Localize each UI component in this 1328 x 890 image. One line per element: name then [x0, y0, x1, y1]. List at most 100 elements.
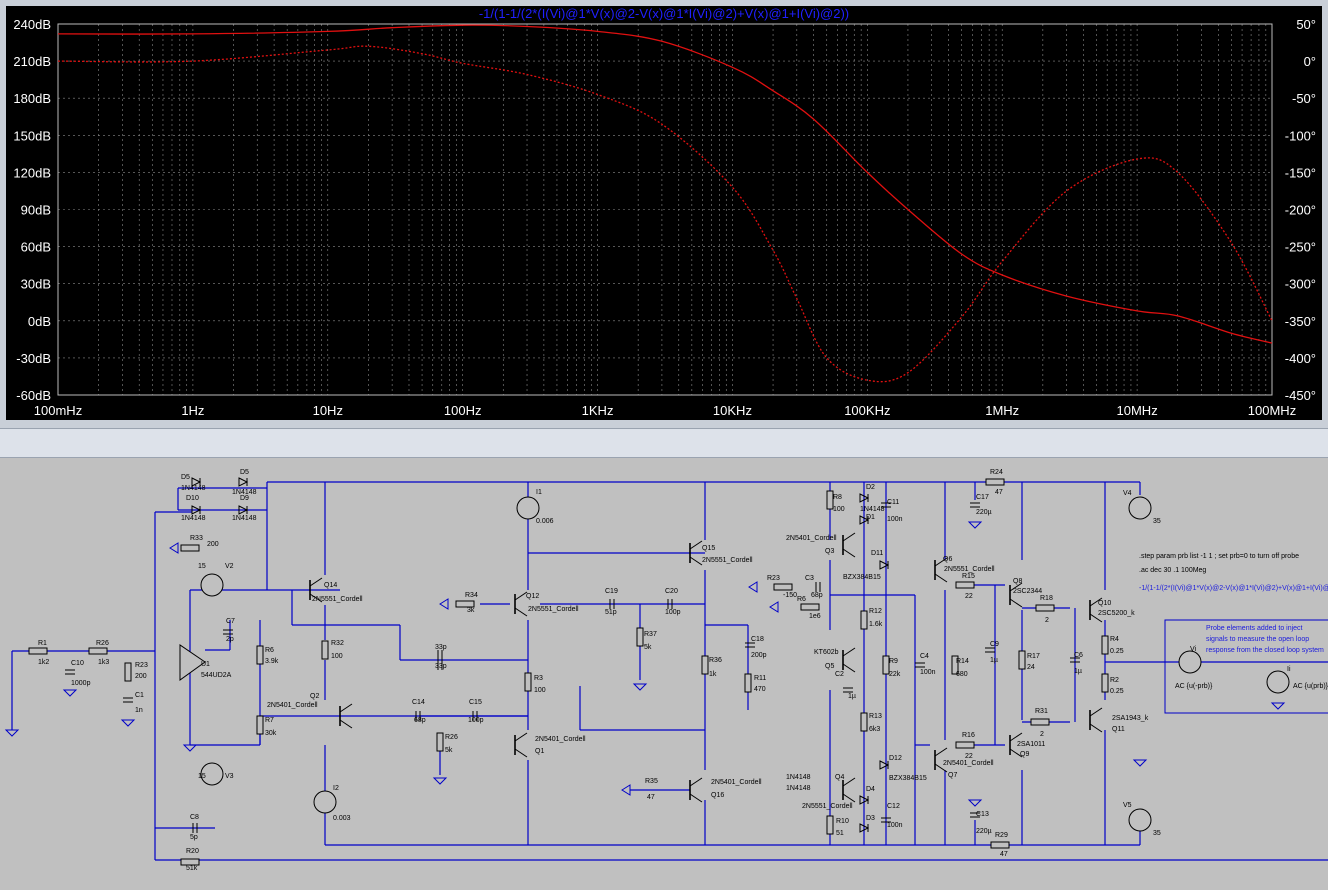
diode[interactable]	[879, 760, 890, 770]
resistor[interactable]	[180, 544, 200, 552]
net-label-port[interactable]	[169, 542, 179, 554]
component-label: 100n	[920, 669, 936, 676]
resistor[interactable]	[826, 815, 834, 835]
voltage-source-vi[interactable]	[1178, 650, 1202, 674]
x-tick-label: 100Hz	[444, 403, 482, 418]
component-label: 3.9k	[265, 658, 279, 665]
net-label-port[interactable]	[769, 601, 779, 613]
voltage-source-v2[interactable]	[200, 573, 224, 597]
component-label: V2	[225, 563, 234, 570]
diode[interactable]	[238, 477, 249, 487]
resistor[interactable]	[701, 655, 709, 675]
expression-comment[interactable]: -1/(1-1/(2*(I(Vi)@1*V(x)@2-V(x)@1*I(Vi)@…	[1139, 585, 1328, 592]
diode[interactable]	[859, 823, 870, 833]
voltage-source-v3[interactable]	[200, 762, 224, 786]
y-left-tick-label: 60dB	[21, 240, 51, 255]
step-directive[interactable]: .step param prb list -1 1 ; set prb=0 to…	[1139, 553, 1299, 560]
component-label: 51	[836, 830, 844, 837]
component-label: D3	[866, 815, 875, 822]
resistor[interactable]	[800, 603, 820, 611]
component-label: 68p	[414, 717, 426, 724]
component-label: 33p	[435, 644, 447, 651]
ground-symbol	[1132, 759, 1148, 767]
component-label: 1µ	[990, 657, 998, 664]
resistor[interactable]	[88, 647, 108, 655]
diode[interactable]	[859, 795, 870, 805]
component-label: 5k	[445, 747, 453, 754]
diode[interactable]	[238, 505, 249, 515]
component-label: R34	[465, 592, 478, 599]
resistor[interactable]	[636, 627, 644, 647]
resistor[interactable]	[826, 490, 834, 510]
resistor[interactable]	[990, 841, 1010, 849]
net-label-port[interactable]	[621, 784, 631, 796]
voltage-source-v4[interactable]	[1128, 496, 1152, 520]
resistor[interactable]	[744, 673, 752, 693]
diode[interactable]	[191, 477, 202, 487]
component-label: R18	[1040, 595, 1053, 602]
y-left-tick-label: -60dB	[16, 388, 51, 403]
component-label: 200p	[751, 652, 767, 659]
current-source-ii[interactable]	[1266, 670, 1290, 694]
resistor[interactable]	[860, 712, 868, 732]
pane-splitter[interactable]	[0, 428, 1328, 458]
resistor[interactable]	[124, 662, 132, 682]
net-label-port[interactable]	[439, 598, 449, 610]
current-source-i2[interactable]	[313, 790, 337, 814]
transistor-collector	[689, 540, 703, 550]
component-label: R3	[534, 675, 543, 682]
resistor[interactable]	[455, 600, 475, 608]
resistor[interactable]	[1035, 604, 1055, 612]
component-label: 0.25	[1110, 688, 1124, 695]
resistor[interactable]	[524, 672, 532, 692]
resistor[interactable]	[256, 645, 264, 665]
net-label-port[interactable]	[748, 581, 758, 593]
diode[interactable]	[879, 560, 890, 570]
component-label: C20	[665, 588, 678, 595]
component-label: 1n	[135, 707, 143, 714]
diode[interactable]	[859, 515, 870, 525]
voltage-source-v5[interactable]	[1128, 808, 1152, 832]
trace-expression-title[interactable]: -1/(1-1/(2*(I(Vi)@1*V(x)@2-V(x)@1*I(Vi)@…	[479, 6, 849, 21]
resistor[interactable]	[1101, 673, 1109, 693]
resistor[interactable]	[436, 732, 444, 752]
y-left-tick-label: 150dB	[13, 128, 51, 143]
resistor[interactable]	[180, 858, 200, 866]
ac-directive[interactable]: .ac dec 30 .1 100Meg	[1139, 567, 1206, 574]
phase-trace[interactable]	[57, 45, 1273, 383]
component-label: 15	[198, 563, 206, 570]
amplifier-schematic[interactable]: R11k2R261k3C101000pR23200C11nR33200D51N4…	[0, 458, 1328, 890]
resistor[interactable]	[985, 478, 1005, 486]
component-label: D5	[240, 469, 249, 476]
magnitude-trace[interactable]	[57, 24, 1273, 344]
component-label: R7	[265, 717, 274, 724]
resistor[interactable]	[955, 581, 975, 589]
ground-symbol	[632, 683, 648, 691]
opamp-u1[interactable]	[179, 644, 206, 681]
bode-plot[interactable]: 240dB210dB180dB150dB120dB90dB60dB30dB0dB…	[0, 0, 1328, 428]
component-label: C3	[805, 575, 814, 582]
resistor[interactable]	[28, 647, 48, 655]
resistor[interactable]	[955, 741, 975, 749]
diode[interactable]	[859, 493, 870, 503]
diode[interactable]	[191, 505, 202, 515]
resistor[interactable]	[773, 583, 793, 591]
resistor[interactable]	[882, 655, 890, 675]
resistor[interactable]	[1101, 635, 1109, 655]
spice-directives[interactable]: .step param prb list -1 1 ; set prb=0 to…	[1139, 553, 1328, 592]
component-label: R10	[836, 818, 849, 825]
component-label: 1N4148	[860, 506, 885, 513]
resistor[interactable]	[256, 715, 264, 735]
resistor[interactable]	[1018, 650, 1026, 670]
component-label: R23	[135, 662, 148, 669]
resistor[interactable]	[860, 610, 868, 630]
resistor[interactable]	[1030, 718, 1050, 726]
current-source-i1[interactable]	[516, 496, 540, 520]
y-right-tick-label: 50°	[1296, 17, 1316, 32]
component-label: R12	[869, 608, 882, 615]
transistor-collector	[689, 777, 703, 787]
resistor[interactable]	[321, 640, 329, 660]
resistor[interactable]	[951, 655, 959, 675]
